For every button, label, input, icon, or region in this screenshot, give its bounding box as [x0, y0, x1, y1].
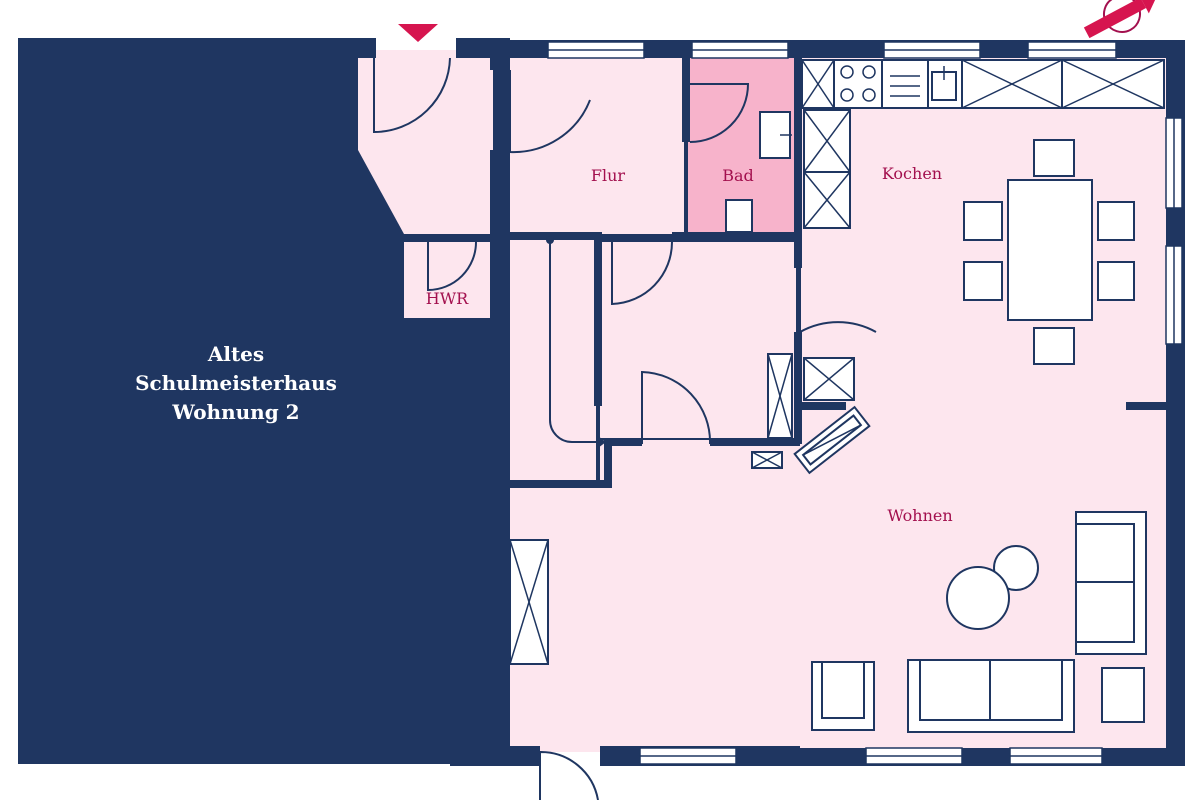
label-hwr: HWR: [426, 289, 469, 308]
door-hall-top: [611, 241, 673, 306]
stair-arrow-icon: [598, 436, 606, 448]
wall-bad-kitchen: [794, 40, 802, 268]
entrance-gap-floor: [376, 50, 456, 60]
door-hwr: [427, 240, 477, 292]
angled-shelf: [793, 405, 871, 475]
wall-hall-right: [794, 332, 802, 444]
label-building-line1: Altes: [207, 342, 264, 366]
dining-chair-right-2: [1097, 261, 1135, 301]
side-box: [1101, 667, 1145, 723]
hall-floor: [600, 242, 796, 438]
stair-floor: [510, 240, 596, 482]
wall-stair-bottom: [510, 480, 612, 488]
label-wohnen: Wohnen: [887, 506, 952, 525]
door-bad: [689, 83, 750, 143]
label-bad: Bad: [722, 166, 754, 185]
stair-path: [549, 240, 598, 443]
coffee-table: [946, 566, 1010, 630]
bath-toilet: [725, 199, 753, 233]
wall-entrance-flur: [490, 58, 510, 70]
door-hall-bottom: [641, 370, 712, 445]
door-entrance: [373, 57, 451, 134]
label-building-line2: Schulmeisterhaus: [135, 371, 337, 395]
door-bottom: [539, 750, 599, 800]
label-kochen: Kochen: [882, 164, 942, 183]
entrance-floor: [358, 58, 493, 234]
bottom-door-gap-floor: [540, 746, 600, 752]
wall-stub-right: [1126, 402, 1166, 410]
stair-start-icon: [546, 236, 554, 244]
wall-bad-bottom: [672, 232, 800, 242]
wall-hwr-top: [402, 234, 510, 242]
wall-entrance-right: [490, 150, 510, 238]
kitchen-counter: [881, 59, 929, 109]
dining-chair-left-2: [963, 261, 1003, 301]
label-flur: Flur: [591, 166, 626, 185]
wall-hall-bottom-right: [710, 438, 800, 446]
door-flur: [509, 70, 591, 154]
dining-table: [1007, 179, 1093, 321]
wohnen-floor: [510, 488, 810, 746]
wall-flur-bad: [682, 58, 690, 142]
dining-chair-top: [1033, 139, 1075, 177]
door-kitchen: [799, 268, 877, 334]
flur-floor: [510, 58, 684, 234]
dining-chair-right-1: [1097, 201, 1135, 241]
wall-stair-right: [594, 236, 602, 406]
label-building-line3: Wohnung 2: [171, 400, 299, 424]
wall-column: [800, 402, 846, 410]
dining-chair-bottom: [1033, 327, 1075, 365]
entrance-marker-icon: [398, 24, 438, 42]
wall-hall-bottom: [604, 438, 642, 446]
side-table-small: [993, 545, 1039, 591]
kitchen-stove: [833, 59, 883, 109]
north-arrow-icon: [1083, 0, 1158, 39]
wall-stair-step: [604, 438, 612, 488]
wall-flur-bottom: [510, 232, 602, 238]
dining-chair-left-1: [963, 201, 1003, 241]
